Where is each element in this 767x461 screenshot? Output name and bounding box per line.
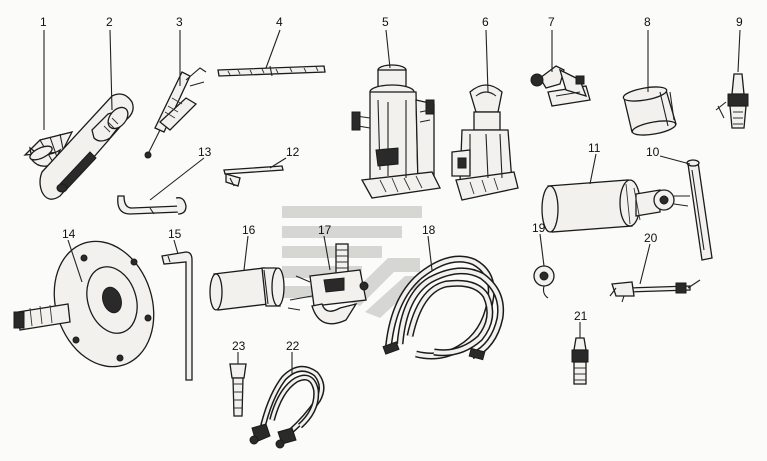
callout-6: 6 bbox=[482, 15, 489, 29]
callout-19: 19 bbox=[532, 221, 546, 235]
callout-14: 14 bbox=[62, 227, 76, 241]
part-18-coiled-hose bbox=[382, 255, 505, 361]
part-11-cylinder bbox=[541, 179, 690, 233]
callout-4: 4 bbox=[276, 15, 283, 29]
callout-1: 1 bbox=[40, 15, 47, 29]
callout-22: 22 bbox=[286, 339, 300, 353]
callout-17: 17 bbox=[318, 223, 332, 237]
callout-13: 13 bbox=[198, 145, 212, 159]
part-22-hose-fittings bbox=[249, 365, 325, 449]
part-6-bottle-jack bbox=[451, 84, 519, 201]
callout-11: 11 bbox=[588, 141, 601, 155]
callout-8: 8 bbox=[644, 15, 651, 29]
callout-20: 20 bbox=[644, 231, 658, 245]
part-2-tube-pump bbox=[39, 93, 134, 200]
part-23-bolt bbox=[229, 363, 247, 417]
leader-lines bbox=[43, 29, 741, 374]
callout-18: 18 bbox=[422, 223, 436, 237]
callout-12: 12 bbox=[286, 145, 300, 159]
callout-16: 16 bbox=[242, 223, 256, 237]
callout-10: 10 bbox=[646, 145, 660, 159]
callout-9: 9 bbox=[736, 15, 743, 29]
part-17-clamp-fitting bbox=[287, 243, 369, 325]
part-10-long-rod bbox=[686, 159, 713, 261]
callout-15: 15 bbox=[168, 227, 182, 241]
part-13-bent-bar bbox=[117, 195, 187, 215]
callout-numbers: 1 2 3 4 5 6 7 8 9 10 11 12 13 14 15 16 1… bbox=[40, 15, 743, 353]
part-5-hydraulic-jack bbox=[351, 64, 441, 199]
callout-21: 21 bbox=[574, 309, 588, 323]
callout-5: 5 bbox=[382, 15, 389, 29]
callout-7: 7 bbox=[548, 15, 555, 29]
part-20-thin-rod bbox=[609, 279, 701, 303]
part-8-cylinder-cup bbox=[622, 86, 677, 136]
part-19-gauge bbox=[533, 265, 555, 299]
callout-2: 2 bbox=[106, 15, 113, 29]
part-21-nipple bbox=[571, 337, 589, 385]
callout-23: 23 bbox=[232, 339, 246, 353]
part-4-rod bbox=[217, 65, 326, 77]
part-7-bracket bbox=[530, 65, 591, 107]
part-3-grease-gun bbox=[144, 67, 207, 159]
part-12-wrench bbox=[223, 165, 284, 187]
part-14-flange-hub bbox=[13, 240, 155, 368]
part-16-sleeve bbox=[209, 267, 285, 311]
part-15-l-key bbox=[161, 251, 193, 381]
part-9-valve bbox=[715, 73, 749, 129]
callout-3: 3 bbox=[176, 15, 183, 29]
